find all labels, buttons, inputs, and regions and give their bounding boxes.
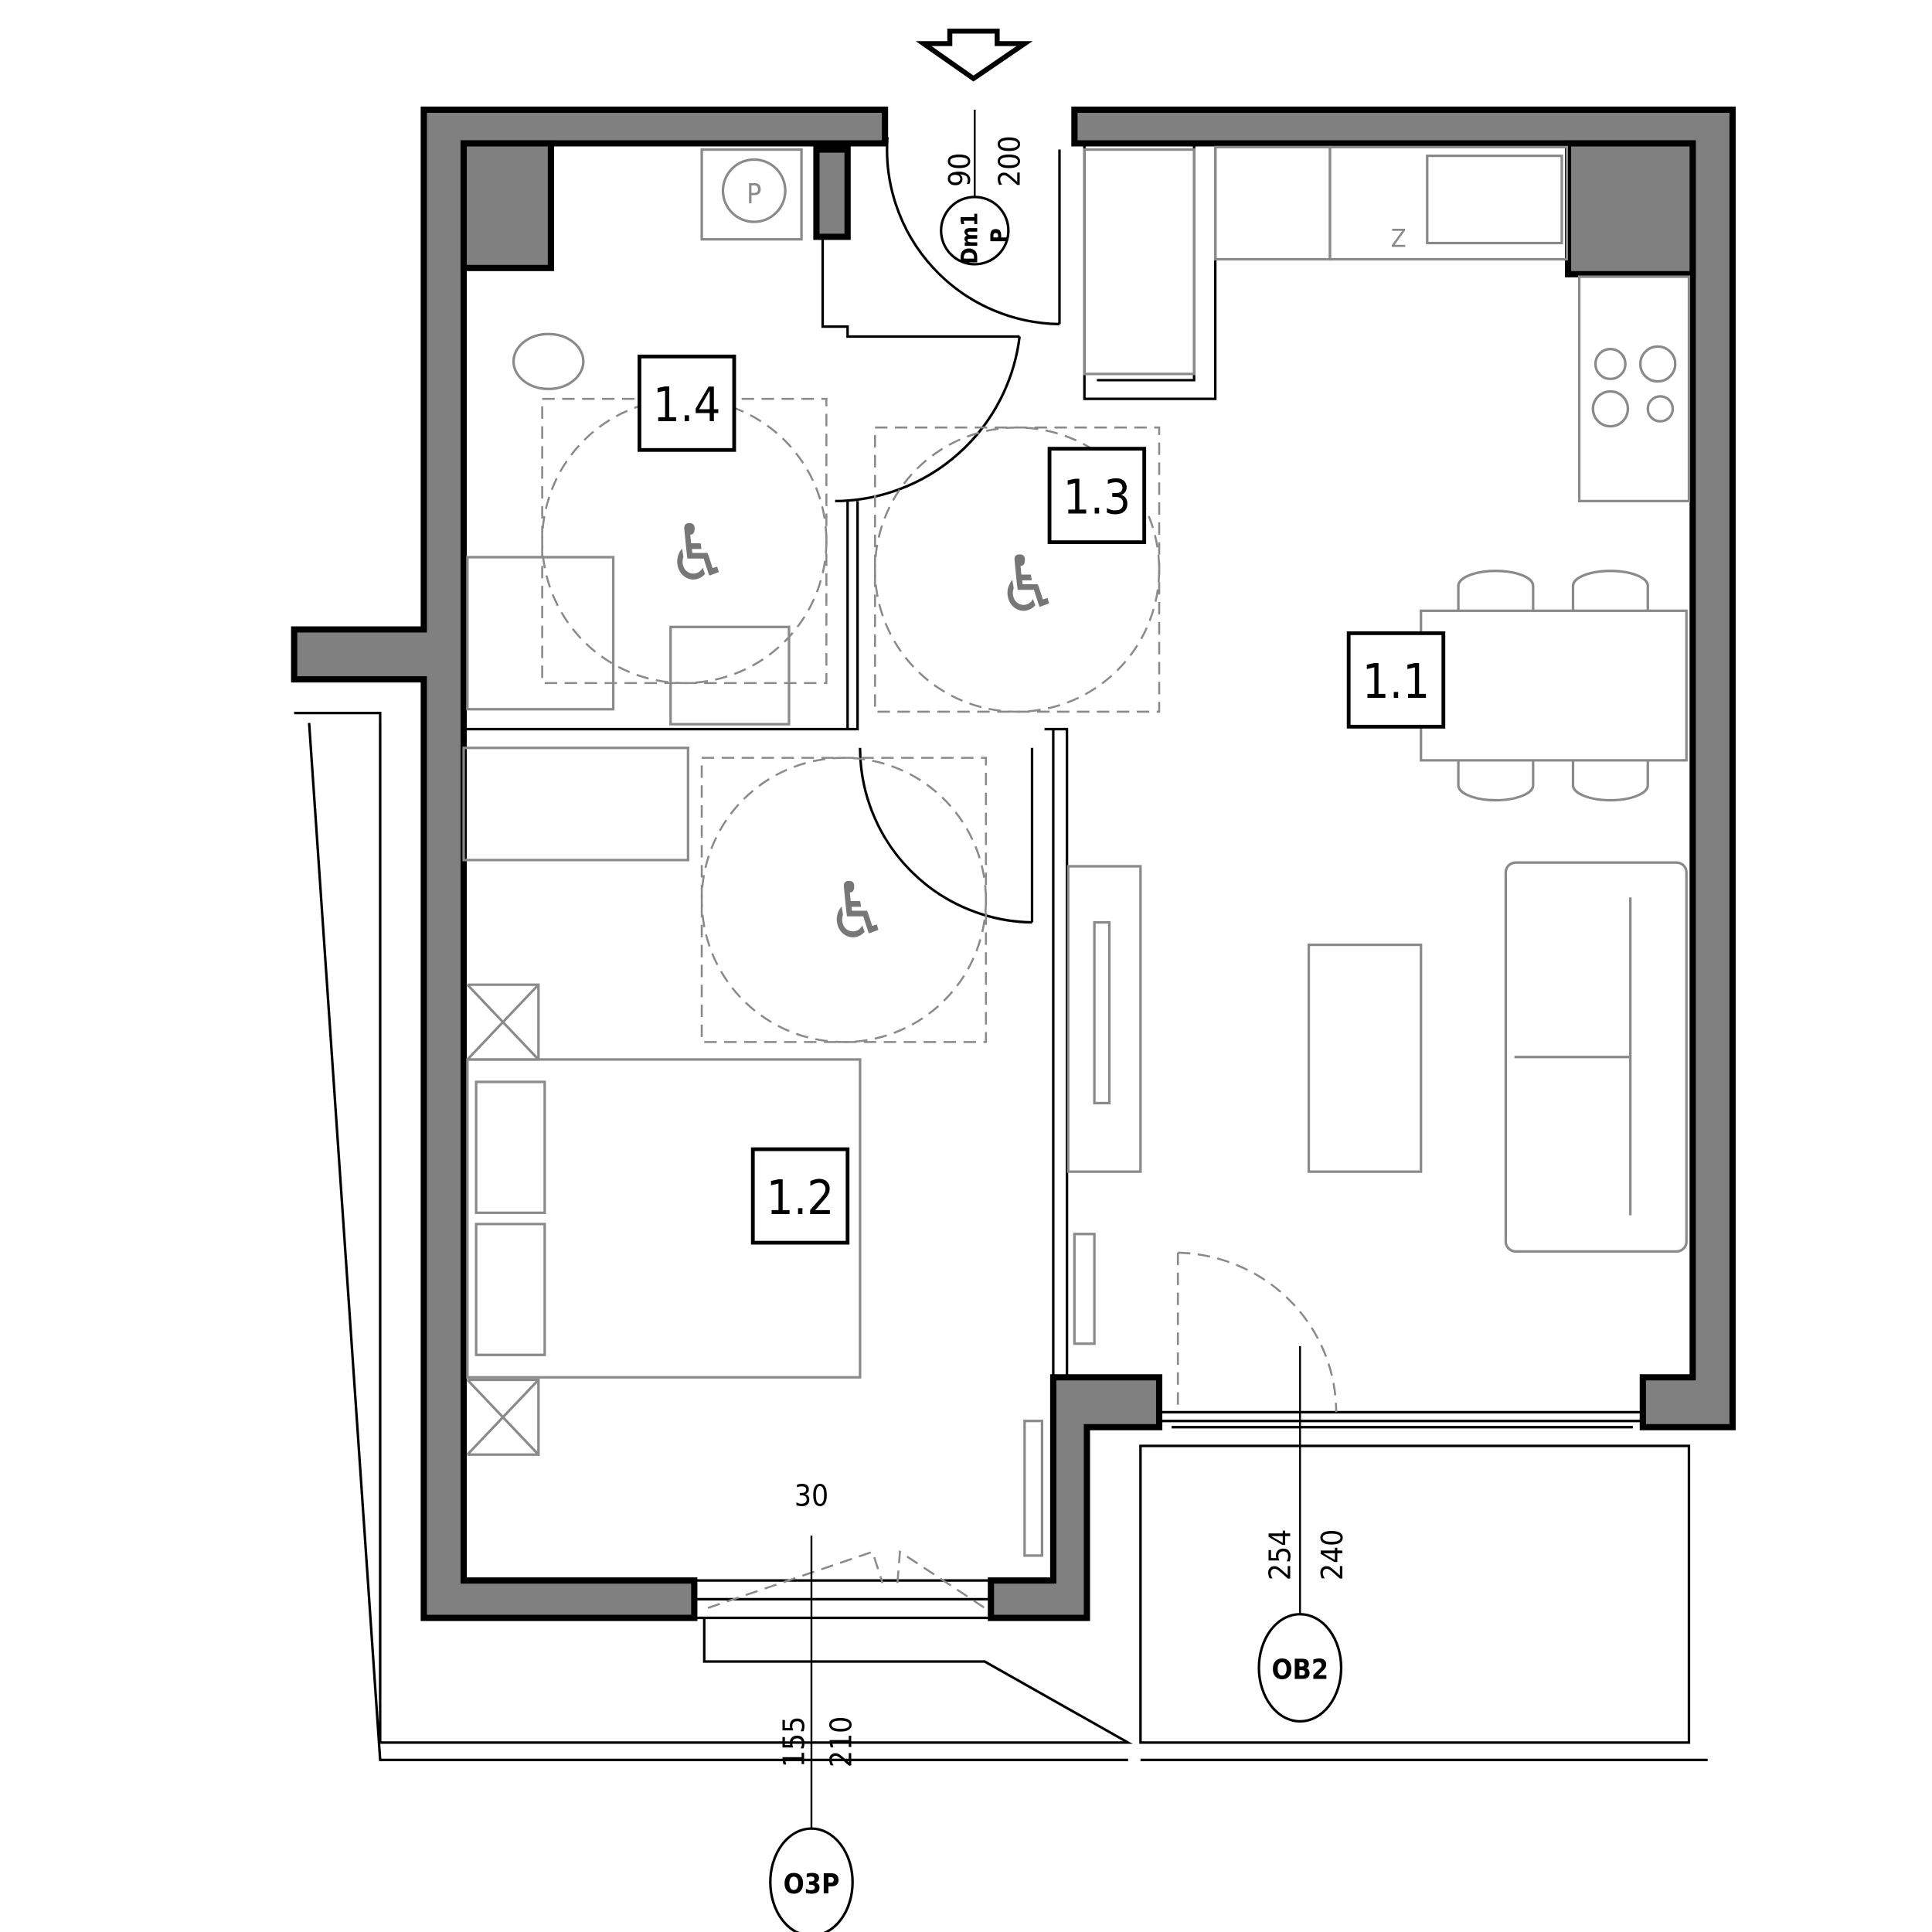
bed xyxy=(466,1058,862,1379)
tv-cabinet xyxy=(1066,865,1142,1173)
svg-text:240: 240 xyxy=(1315,1529,1350,1580)
svg-text:1.3: 1.3 xyxy=(1063,471,1131,526)
entrance-arrow-icon xyxy=(915,29,1033,82)
window-tag-ob2: 254 240 OB2 xyxy=(1257,1345,1350,1723)
toilet xyxy=(512,332,585,390)
stove xyxy=(1577,275,1691,502)
entry-wardrobe xyxy=(1083,148,1196,376)
room-label-1.2: 1.2 xyxy=(750,1147,850,1245)
svg-text:200: 200 xyxy=(992,136,1027,187)
svg-text:30: 30 xyxy=(794,1478,828,1513)
washbasin-area xyxy=(466,556,615,711)
svg-text:90: 90 xyxy=(943,153,978,187)
door-tag-dm1: 90 200 Dm1 P xyxy=(940,109,1027,266)
cooktop-cabinet xyxy=(1213,145,1332,261)
svg-text:1.1: 1.1 xyxy=(1362,655,1430,709)
room-label-1.1: 1.1 xyxy=(1346,631,1446,729)
dining-table xyxy=(1420,609,1688,762)
svg-text:P: P xyxy=(986,228,1012,243)
svg-text:210: 210 xyxy=(825,1716,859,1767)
svg-text:254: 254 xyxy=(1263,1529,1298,1580)
coffee-table xyxy=(1307,943,1423,1173)
washing-machine xyxy=(700,148,803,241)
sofa xyxy=(1504,861,1688,1253)
svg-text:O3P: O3P xyxy=(784,1869,840,1900)
wheelchair-icon: ♿ xyxy=(997,539,1060,629)
appliance-label: P xyxy=(747,179,761,210)
room-label-1.4: 1.4 xyxy=(637,354,736,452)
svg-text:OB2: OB2 xyxy=(1271,1655,1328,1686)
wheelchair-icon: ♿ xyxy=(826,866,889,956)
balconies xyxy=(294,711,1708,1762)
svg-text:1.4: 1.4 xyxy=(653,378,721,433)
furniture xyxy=(462,145,1691,1609)
window-tag-o3p: 30 155 210 O3P xyxy=(769,1478,859,1932)
wardrobe xyxy=(462,747,689,862)
fridge-label: Z xyxy=(1391,223,1406,253)
partitions xyxy=(464,137,1217,1378)
shower xyxy=(669,625,791,726)
svg-text:Dm1: Dm1 xyxy=(957,213,983,264)
svg-text:1.2: 1.2 xyxy=(767,1171,835,1226)
room-label-1.3: 1.3 xyxy=(1047,447,1147,545)
sink-cabinet xyxy=(1328,145,1569,261)
svg-text:155: 155 xyxy=(777,1716,811,1767)
wheelchair-icon: ♿ xyxy=(667,508,730,598)
